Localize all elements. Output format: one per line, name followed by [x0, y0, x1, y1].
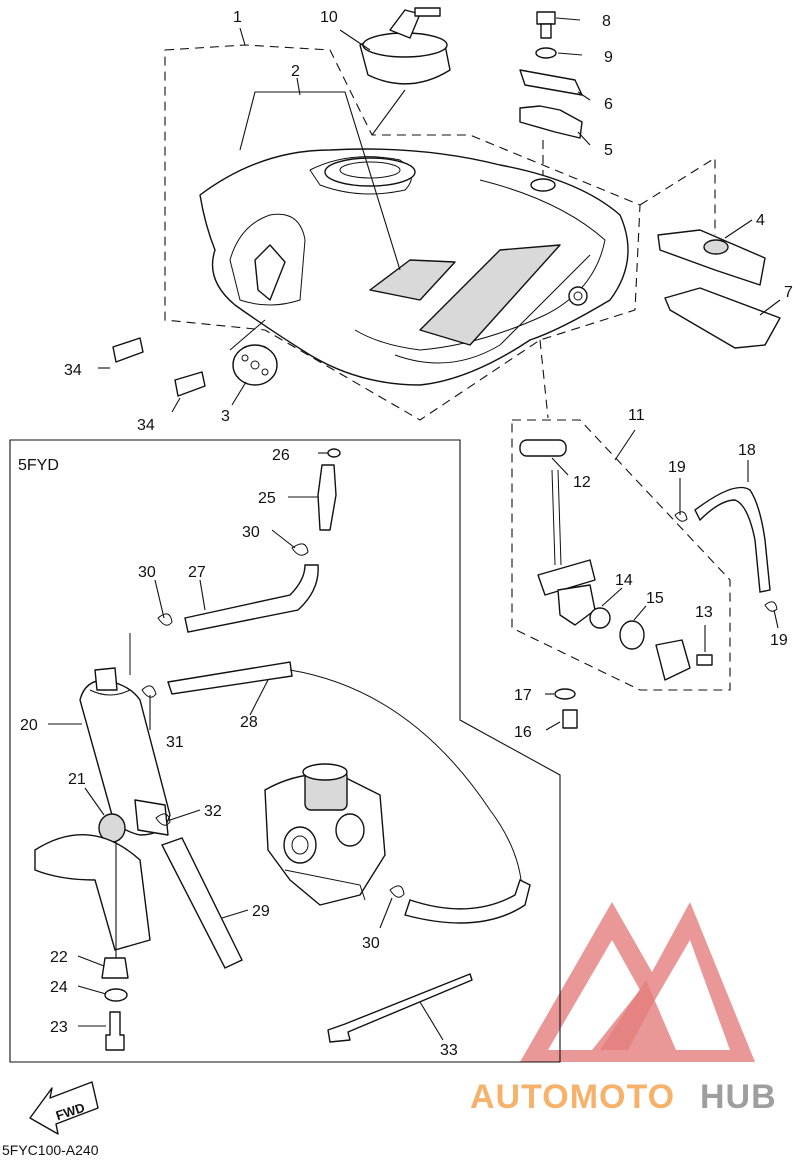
cable-tie-33 — [327, 973, 473, 1043]
callout-31: 31 — [166, 734, 184, 751]
callout-19-b: 19 — [770, 632, 788, 649]
callout-18: 18 — [738, 442, 756, 459]
watermark-text-left: AUTOMOTO — [470, 1078, 675, 1116]
callout-25: 25 — [258, 490, 276, 507]
hose-28-end — [404, 879, 531, 924]
cap-26 — [327, 448, 341, 458]
callout-30-c: 30 — [362, 935, 380, 952]
assembly-outline-11 — [511, 419, 731, 691]
watermark-text: AUTOMOTO HUB — [470, 1078, 777, 1116]
callout-29: 29 — [252, 903, 270, 920]
callout-26: 26 — [272, 447, 290, 464]
callout-16: 16 — [514, 724, 532, 741]
clip-30-b — [157, 613, 173, 626]
hose-28-line — [289, 669, 523, 891]
callout-numbers: 1 2 3 4 5 6 7 8 9 10 11 12 13 14 15 16 1… — [20, 9, 793, 1059]
grommet-22 — [101, 957, 129, 979]
leader-12 — [539, 339, 549, 419]
callout-7: 7 — [784, 284, 793, 301]
hose-18 — [694, 486, 771, 593]
fitting-25 — [317, 464, 337, 531]
callout-30-a: 30 — [242, 524, 260, 541]
clip-19-b — [764, 601, 778, 612]
callout-3: 3 — [221, 408, 230, 425]
bracket-4-damper — [703, 239, 729, 255]
label-34-a — [112, 337, 144, 363]
fwd-arrow: FWD — [29, 1081, 99, 1135]
hose-29 — [161, 837, 243, 969]
plate-7 — [664, 287, 781, 349]
clip-32 — [155, 813, 171, 826]
callout-6: 6 — [604, 96, 613, 113]
hose-28 — [167, 661, 293, 695]
callout-28: 28 — [240, 714, 258, 731]
clip-19-a — [674, 511, 688, 522]
callout-23: 23 — [50, 1019, 68, 1036]
callout-21: 21 — [68, 771, 86, 788]
leader-lines — [48, 17, 781, 1041]
callout-10: 10 — [320, 9, 338, 26]
callout-11: 11 — [628, 407, 645, 424]
bolt-8 — [536, 11, 556, 39]
label-34-b — [174, 371, 206, 397]
fuel-cock — [519, 439, 713, 729]
clip-30-a — [291, 543, 309, 556]
fuel-tank — [199, 148, 629, 386]
callout-22: 22 — [50, 949, 68, 966]
watermark-text-right: HUB — [700, 1078, 777, 1116]
callout-12: 12 — [573, 474, 591, 491]
pump-bracket — [34, 834, 151, 951]
section-label: 5FYD — [18, 457, 59, 474]
callout-34-a: 34 — [64, 362, 82, 379]
callout-27: 27 — [188, 564, 206, 581]
callout-17: 17 — [514, 687, 532, 704]
section-5fyd-box — [9, 439, 561, 1063]
callout-30-b: 30 — [138, 564, 156, 581]
bracket-6 — [519, 69, 583, 96]
leader-4 — [639, 157, 716, 235]
callout-2: 2 — [291, 63, 300, 80]
callout-33: 33 — [440, 1042, 458, 1059]
bracket-5 — [519, 105, 583, 139]
watermark-logo — [520, 902, 755, 1062]
damper-grommet — [530, 178, 556, 192]
callout-9: 9 — [604, 49, 613, 66]
assembly-outline-1 — [164, 44, 641, 421]
bolt-23 — [105, 1011, 125, 1051]
carburetor — [264, 763, 386, 906]
callout-5: 5 — [604, 142, 613, 159]
clip-31 — [141, 685, 157, 698]
callout-1: 1 — [233, 9, 242, 26]
callout-13: 13 — [695, 604, 713, 621]
clip-30-c — [389, 885, 405, 898]
callout-4: 4 — [756, 212, 765, 229]
washer-9 — [535, 47, 557, 59]
callout-32: 32 — [204, 803, 222, 820]
callout-24: 24 — [50, 979, 68, 996]
callout-8: 8 — [602, 13, 611, 30]
drawing-code: 5FYC100-A240 — [2, 1142, 99, 1157]
bracket-4 — [657, 229, 766, 286]
callout-14: 14 — [615, 572, 633, 589]
callout-34-b: 34 — [137, 417, 155, 434]
callout-15: 15 — [646, 590, 664, 607]
fuel-pump — [79, 667, 171, 836]
washer-24 — [104, 988, 128, 1002]
hose-27 — [184, 564, 319, 633]
fuel-cap — [359, 7, 451, 136]
callout-20: 20 — [20, 717, 38, 734]
callout-19-a: 19 — [668, 459, 686, 476]
damper-3 — [232, 344, 278, 386]
